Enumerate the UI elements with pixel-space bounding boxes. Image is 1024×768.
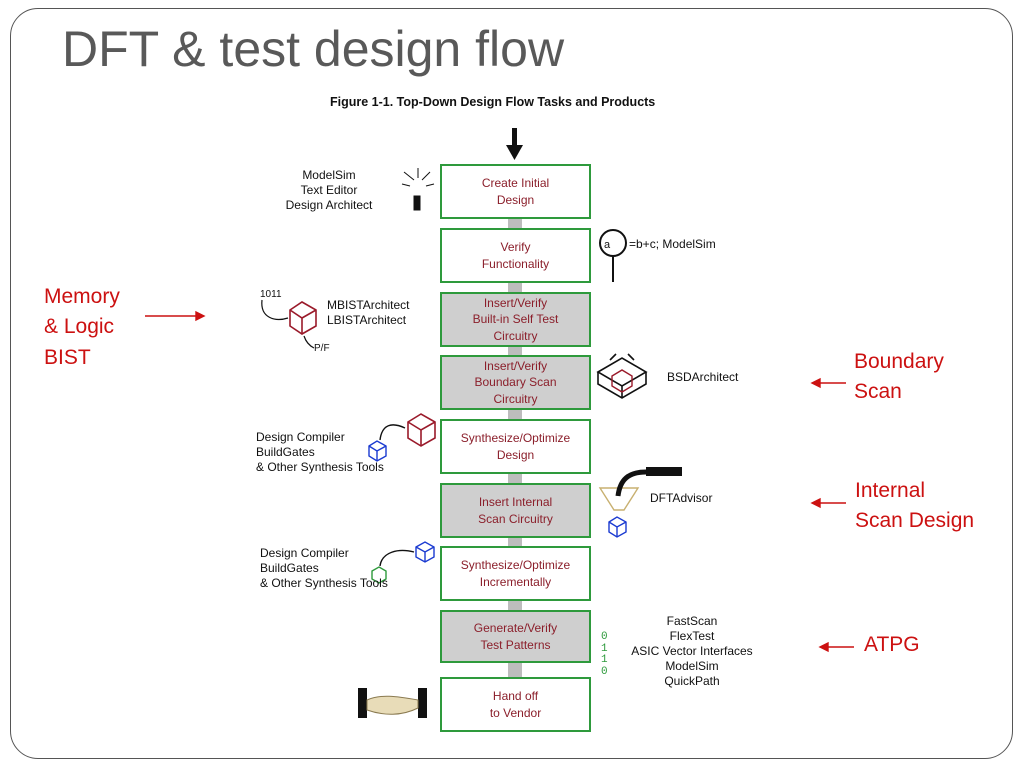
flow-step-insert-verify-boundary-scan: Insert/Verify Boundary Scan Circuitry bbox=[440, 355, 591, 410]
flow-step-create-initial-design: Create Initial Design bbox=[440, 164, 591, 219]
magnifier-icon: a bbox=[599, 229, 627, 282]
figure-caption: Figure 1-1. Top-Down Design Flow Tasks a… bbox=[330, 95, 656, 109]
flow-step-insert-verify-bist: Insert/Verify Built-in Self Test Circuit… bbox=[440, 292, 591, 347]
flow-step-verify-functionality: Verify Functionality bbox=[440, 228, 591, 283]
lightbulb-icon bbox=[401, 168, 435, 211]
flow-step-generate-verify-test-patterns: Generate/Verify Test Patterns bbox=[440, 610, 591, 663]
svg-text:a: a bbox=[604, 239, 611, 251]
tools-dft-label: DFTAdvisor bbox=[650, 491, 713, 505]
tools-synth1-label: Design Compiler BuildGates & Other Synth… bbox=[256, 430, 384, 474]
tools-create-label: ModelSim Text Editor Design Architect bbox=[285, 168, 373, 212]
tools-atpg-label: FastScan FlexTest ASIC Vector Interfaces… bbox=[631, 614, 753, 688]
synth1-curve bbox=[379, 424, 406, 441]
bist-cube-icon bbox=[289, 301, 317, 335]
tools-verify-label: =b+c; ModelSim bbox=[629, 237, 716, 251]
bist-pass-fail-label: P/F bbox=[314, 343, 330, 354]
synth1-blue-cube-icon bbox=[368, 440, 387, 462]
slide-frame bbox=[10, 8, 1013, 759]
flow-step-synthesize-optimize-design: Synthesize/Optimize Design bbox=[440, 419, 591, 474]
synth2-curve bbox=[379, 549, 415, 567]
dft-blue-cube-icon bbox=[608, 516, 627, 538]
tools-bsd-label: BSDArchitect bbox=[667, 370, 739, 384]
annotation-memory-logic-bist: Memory & Logic BIST bbox=[44, 285, 120, 369]
flow-step-synthesize-optimize-incrementally: Synthesize/Optimize Incrementally bbox=[440, 546, 591, 601]
flow-step-hand-off-to-vendor: Hand off to Vendor bbox=[440, 677, 591, 732]
tools-bist-label: MBISTArchitect LBISTArchitect bbox=[327, 298, 410, 327]
bsd-cube-icon bbox=[596, 353, 648, 399]
tools-synth2-label: Design Compiler BuildGates & Other Synth… bbox=[260, 546, 388, 590]
bist-input-curve bbox=[261, 299, 289, 321]
synth2-blue-cube-icon bbox=[415, 541, 435, 563]
annotation-boundary-scan: Boundary Scan bbox=[854, 350, 944, 404]
bist-output-curve bbox=[303, 335, 315, 349]
annotation-internal-scan-design: Internal Scan Design bbox=[855, 479, 975, 533]
annotation-atpg: ATPG bbox=[864, 633, 920, 656]
dft-input-arrow bbox=[615, 469, 647, 497]
synth1-red-cube-icon bbox=[407, 413, 436, 447]
slide-title: DFT & test design flow bbox=[62, 21, 565, 77]
annotation-arrows bbox=[145, 310, 854, 653]
input-arrow bbox=[506, 128, 523, 160]
dft-chain-icon bbox=[646, 467, 682, 476]
flow-step-insert-internal-scan: Insert Internal Scan Circuitry bbox=[440, 483, 591, 538]
synth2-green-cube-icon bbox=[371, 566, 387, 584]
bist-bits-label: 1011 bbox=[260, 289, 282, 300]
handshake-icon bbox=[358, 688, 427, 718]
bsd-inner-cube bbox=[611, 369, 633, 393]
dft-funnel-icon bbox=[598, 487, 640, 511]
atpg-bits-label: 0 1 1 0 bbox=[601, 631, 608, 678]
